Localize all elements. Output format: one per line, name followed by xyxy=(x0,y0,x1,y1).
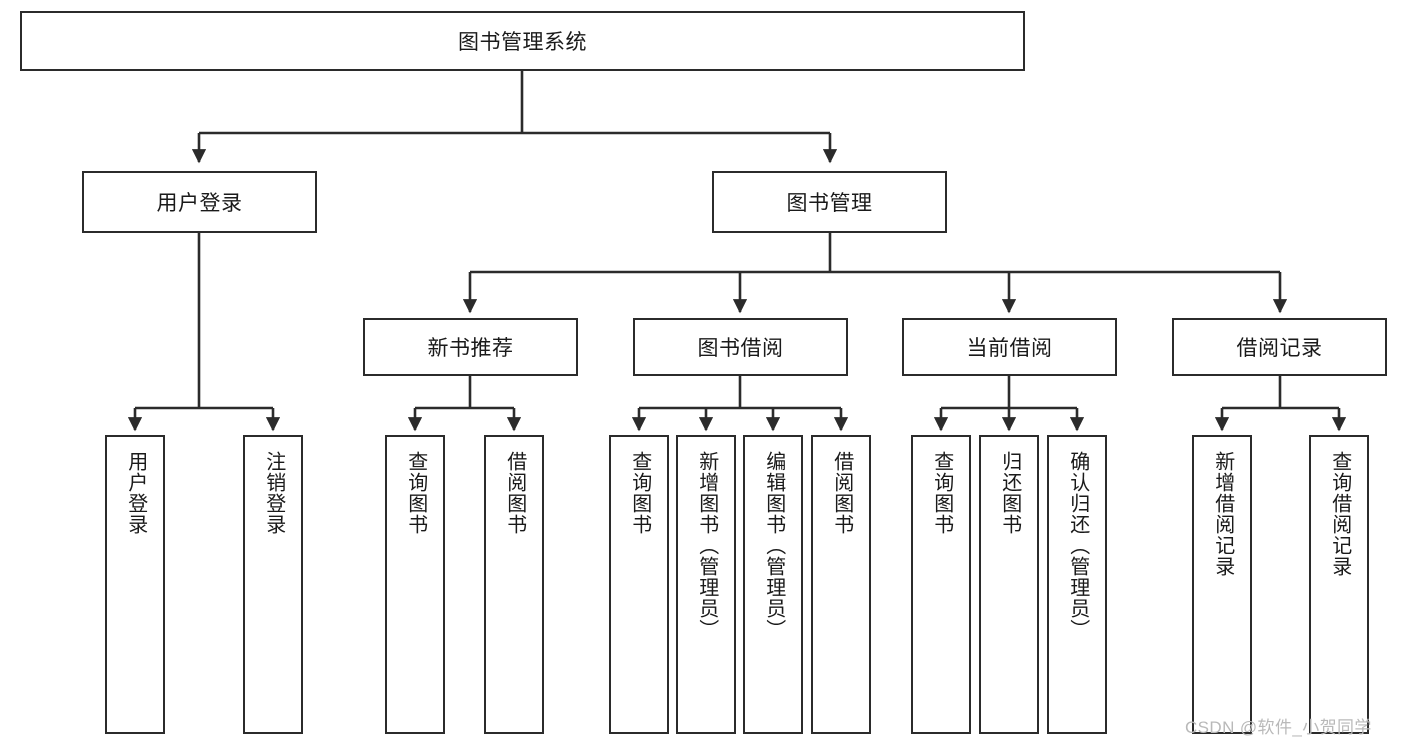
leaf-add-record-label: 新增借阅记录 xyxy=(1211,451,1234,577)
leaf-query-book-2: 查询图书 xyxy=(609,435,669,734)
leaf-borrow-book-2: 借阅图书 xyxy=(811,435,871,734)
node-user-login: 用户登录 xyxy=(82,171,317,233)
leaf-edit-book-label: 编辑图书（管理员） xyxy=(762,451,785,640)
node-book-borrow: 图书借阅 xyxy=(633,318,848,376)
node-borrow-record-label: 借阅记录 xyxy=(1236,337,1323,360)
leaf-query-book-2-label: 查询图书 xyxy=(628,451,651,535)
leaf-query-record-label: 查询借阅记录 xyxy=(1328,451,1351,577)
leaf-user-login: 用户登录 xyxy=(105,435,165,734)
node-book-borrow-label: 图书借阅 xyxy=(697,337,784,360)
leaf-user-login-label: 用户登录 xyxy=(124,451,147,535)
node-borrow-record: 借阅记录 xyxy=(1172,318,1387,376)
leaf-query-book-1-label: 查询图书 xyxy=(404,451,427,535)
leaf-borrow-book-2-label: 借阅图书 xyxy=(830,451,853,535)
leaf-add-book-label: 新增图书（管理员） xyxy=(695,451,718,640)
node-current-borrow: 当前借阅 xyxy=(902,318,1117,376)
node-user-login-label: 用户登录 xyxy=(156,192,243,215)
leaf-add-record: 新增借阅记录 xyxy=(1192,435,1252,734)
node-root-label: 图书管理系统 xyxy=(458,31,587,54)
leaf-return-book: 归还图书 xyxy=(979,435,1039,734)
node-root: 图书管理系统 xyxy=(20,11,1025,71)
node-book-manage: 图书管理 xyxy=(712,171,947,233)
leaf-logout-login: 注销登录 xyxy=(243,435,303,734)
leaf-borrow-book-1: 借阅图书 xyxy=(484,435,544,734)
leaf-query-book-3: 查询图书 xyxy=(911,435,971,734)
leaf-confirm-return: 确认归还（管理员） xyxy=(1047,435,1107,734)
leaf-add-book: 新增图书（管理员） xyxy=(676,435,736,734)
node-current-borrow-label: 当前借阅 xyxy=(966,337,1053,360)
leaf-edit-book: 编辑图书（管理员） xyxy=(743,435,803,734)
leaf-logout-login-label: 注销登录 xyxy=(262,451,285,535)
leaf-return-book-label: 归还图书 xyxy=(998,451,1021,535)
leaf-borrow-book-1-label: 借阅图书 xyxy=(503,451,526,535)
leaf-confirm-return-label: 确认归还（管理员） xyxy=(1066,451,1089,640)
leaf-query-book-3-label: 查询图书 xyxy=(930,451,953,535)
leaf-query-record: 查询借阅记录 xyxy=(1309,435,1369,734)
node-new-book-recommend-label: 新书推荐 xyxy=(427,337,514,360)
watermark-text: CSDN @软件_小贺同学 xyxy=(1185,718,1372,737)
node-new-book-recommend: 新书推荐 xyxy=(363,318,578,376)
node-book-manage-label: 图书管理 xyxy=(786,192,873,215)
leaf-query-book-1: 查询图书 xyxy=(385,435,445,734)
